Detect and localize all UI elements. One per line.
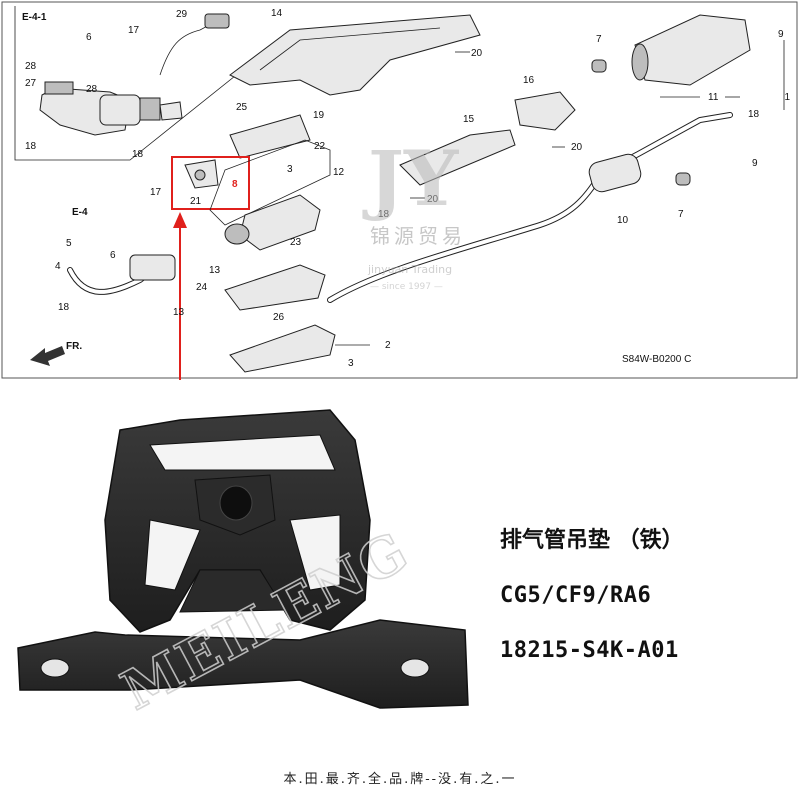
oxygen-sensor-wire xyxy=(159,21,216,76)
flex-joint xyxy=(129,254,176,281)
svg-text:7: 7 xyxy=(678,209,684,220)
svg-text:19: 19 xyxy=(313,110,325,121)
converter-group-outline xyxy=(209,139,331,226)
svg-text:2: 2 xyxy=(385,340,391,351)
heat-shield-upper xyxy=(229,14,481,96)
product-photo: MEILENG xyxy=(17,409,469,723)
highlight-arrow-head xyxy=(173,212,187,228)
svg-text:17: 17 xyxy=(128,25,140,36)
exhaust-parts-diagram: E-4-1 E-4 xyxy=(1,1,798,380)
svg-text:8: 8 xyxy=(232,179,238,190)
svg-text:18: 18 xyxy=(378,209,390,220)
svg-text:21: 21 xyxy=(190,196,202,207)
ref-e41-label: E-4-1 xyxy=(22,12,47,23)
ref-e4-label: E-4 xyxy=(72,207,88,218)
e41-section-border xyxy=(14,6,256,161)
svg-text:3: 3 xyxy=(287,164,293,175)
svg-text:6: 6 xyxy=(110,250,116,261)
svg-text:20: 20 xyxy=(571,142,583,153)
svg-text:3: 3 xyxy=(348,358,354,369)
watermark-logo: JY 锦源贸易 jinyuan Trading — since 1997 — xyxy=(362,134,466,292)
oxygen-sensor-connector xyxy=(204,13,230,29)
rubber-hanger-7a xyxy=(591,59,607,73)
svg-text:jinyuan Trading: jinyuan Trading xyxy=(367,263,452,276)
product-models: CG5/CF9/RA6 xyxy=(500,583,652,608)
svg-text:13: 13 xyxy=(173,307,185,318)
svg-text:20: 20 xyxy=(427,194,439,205)
svg-text:16: 16 xyxy=(523,75,535,86)
catalytic-converter-24 xyxy=(224,264,326,311)
svg-text:JY: JY xyxy=(362,134,459,223)
svg-text:6: 6 xyxy=(86,32,92,43)
svg-text:4: 4 xyxy=(55,261,61,272)
svg-text:18: 18 xyxy=(58,302,70,313)
hanger-bracket-8 xyxy=(184,159,219,189)
hanger-mount-part xyxy=(17,409,469,709)
svg-text:10: 10 xyxy=(617,215,629,226)
svg-text:18: 18 xyxy=(748,109,760,120)
catalytic-converter-2 xyxy=(229,324,336,373)
muffler xyxy=(634,14,751,86)
catalytic-converter-main xyxy=(239,194,321,251)
svg-text:25: 25 xyxy=(236,102,248,113)
front-direction-indicator: FR. xyxy=(30,341,82,366)
svg-text:20: 20 xyxy=(471,48,483,59)
svg-text:18: 18 xyxy=(132,149,144,160)
svg-text:13: 13 xyxy=(209,265,221,276)
exhaust-manifold-upper xyxy=(39,81,183,136)
svg-text:15: 15 xyxy=(463,114,475,125)
svg-text:28: 28 xyxy=(86,84,98,95)
callout-labels: 1 2 3 3 4 5 6 6 7 7 8 9 9 10 11 12 13 13… xyxy=(25,8,790,369)
svg-text:9: 9 xyxy=(752,158,758,169)
catalytic-converter-25 xyxy=(229,114,311,159)
heat-shield-15 xyxy=(399,129,516,186)
svg-text:28: 28 xyxy=(25,61,37,72)
footer-tagline: 本.田.最.齐.全.品.牌--没.有.之.一 xyxy=(283,772,517,787)
svg-text:1: 1 xyxy=(784,92,790,103)
svg-text:17: 17 xyxy=(150,187,162,198)
svg-text:5: 5 xyxy=(66,238,72,249)
svg-text:锦源贸易: 锦源贸易 xyxy=(370,224,466,248)
svg-text:— since 1997 —: — since 1997 — xyxy=(370,282,443,292)
diagram-code: S84W-B0200 C xyxy=(622,354,691,365)
svg-text:12: 12 xyxy=(333,167,345,178)
svg-text:22: 22 xyxy=(314,141,326,152)
rubber-hanger-7b xyxy=(675,172,691,186)
svg-text:29: 29 xyxy=(176,9,188,20)
callout-leaders xyxy=(335,40,785,346)
svg-text:24: 24 xyxy=(196,282,208,293)
svg-text:23: 23 xyxy=(290,237,302,248)
diagram-frame xyxy=(1,1,798,379)
svg-text:14: 14 xyxy=(271,8,283,19)
svg-text:26: 26 xyxy=(273,312,285,323)
resonator xyxy=(588,153,642,193)
svg-text:9: 9 xyxy=(778,29,784,40)
product-title: 排气管吊垫 （铁） xyxy=(500,528,684,553)
svg-text:11: 11 xyxy=(708,92,719,103)
front-label: FR. xyxy=(66,341,82,352)
svg-text:27: 27 xyxy=(25,78,37,89)
product-part-number: 18215-S4K-A01 xyxy=(500,638,679,663)
heat-shield-16 xyxy=(514,91,576,131)
svg-text:7: 7 xyxy=(596,34,602,45)
svg-text:18: 18 xyxy=(25,141,37,152)
